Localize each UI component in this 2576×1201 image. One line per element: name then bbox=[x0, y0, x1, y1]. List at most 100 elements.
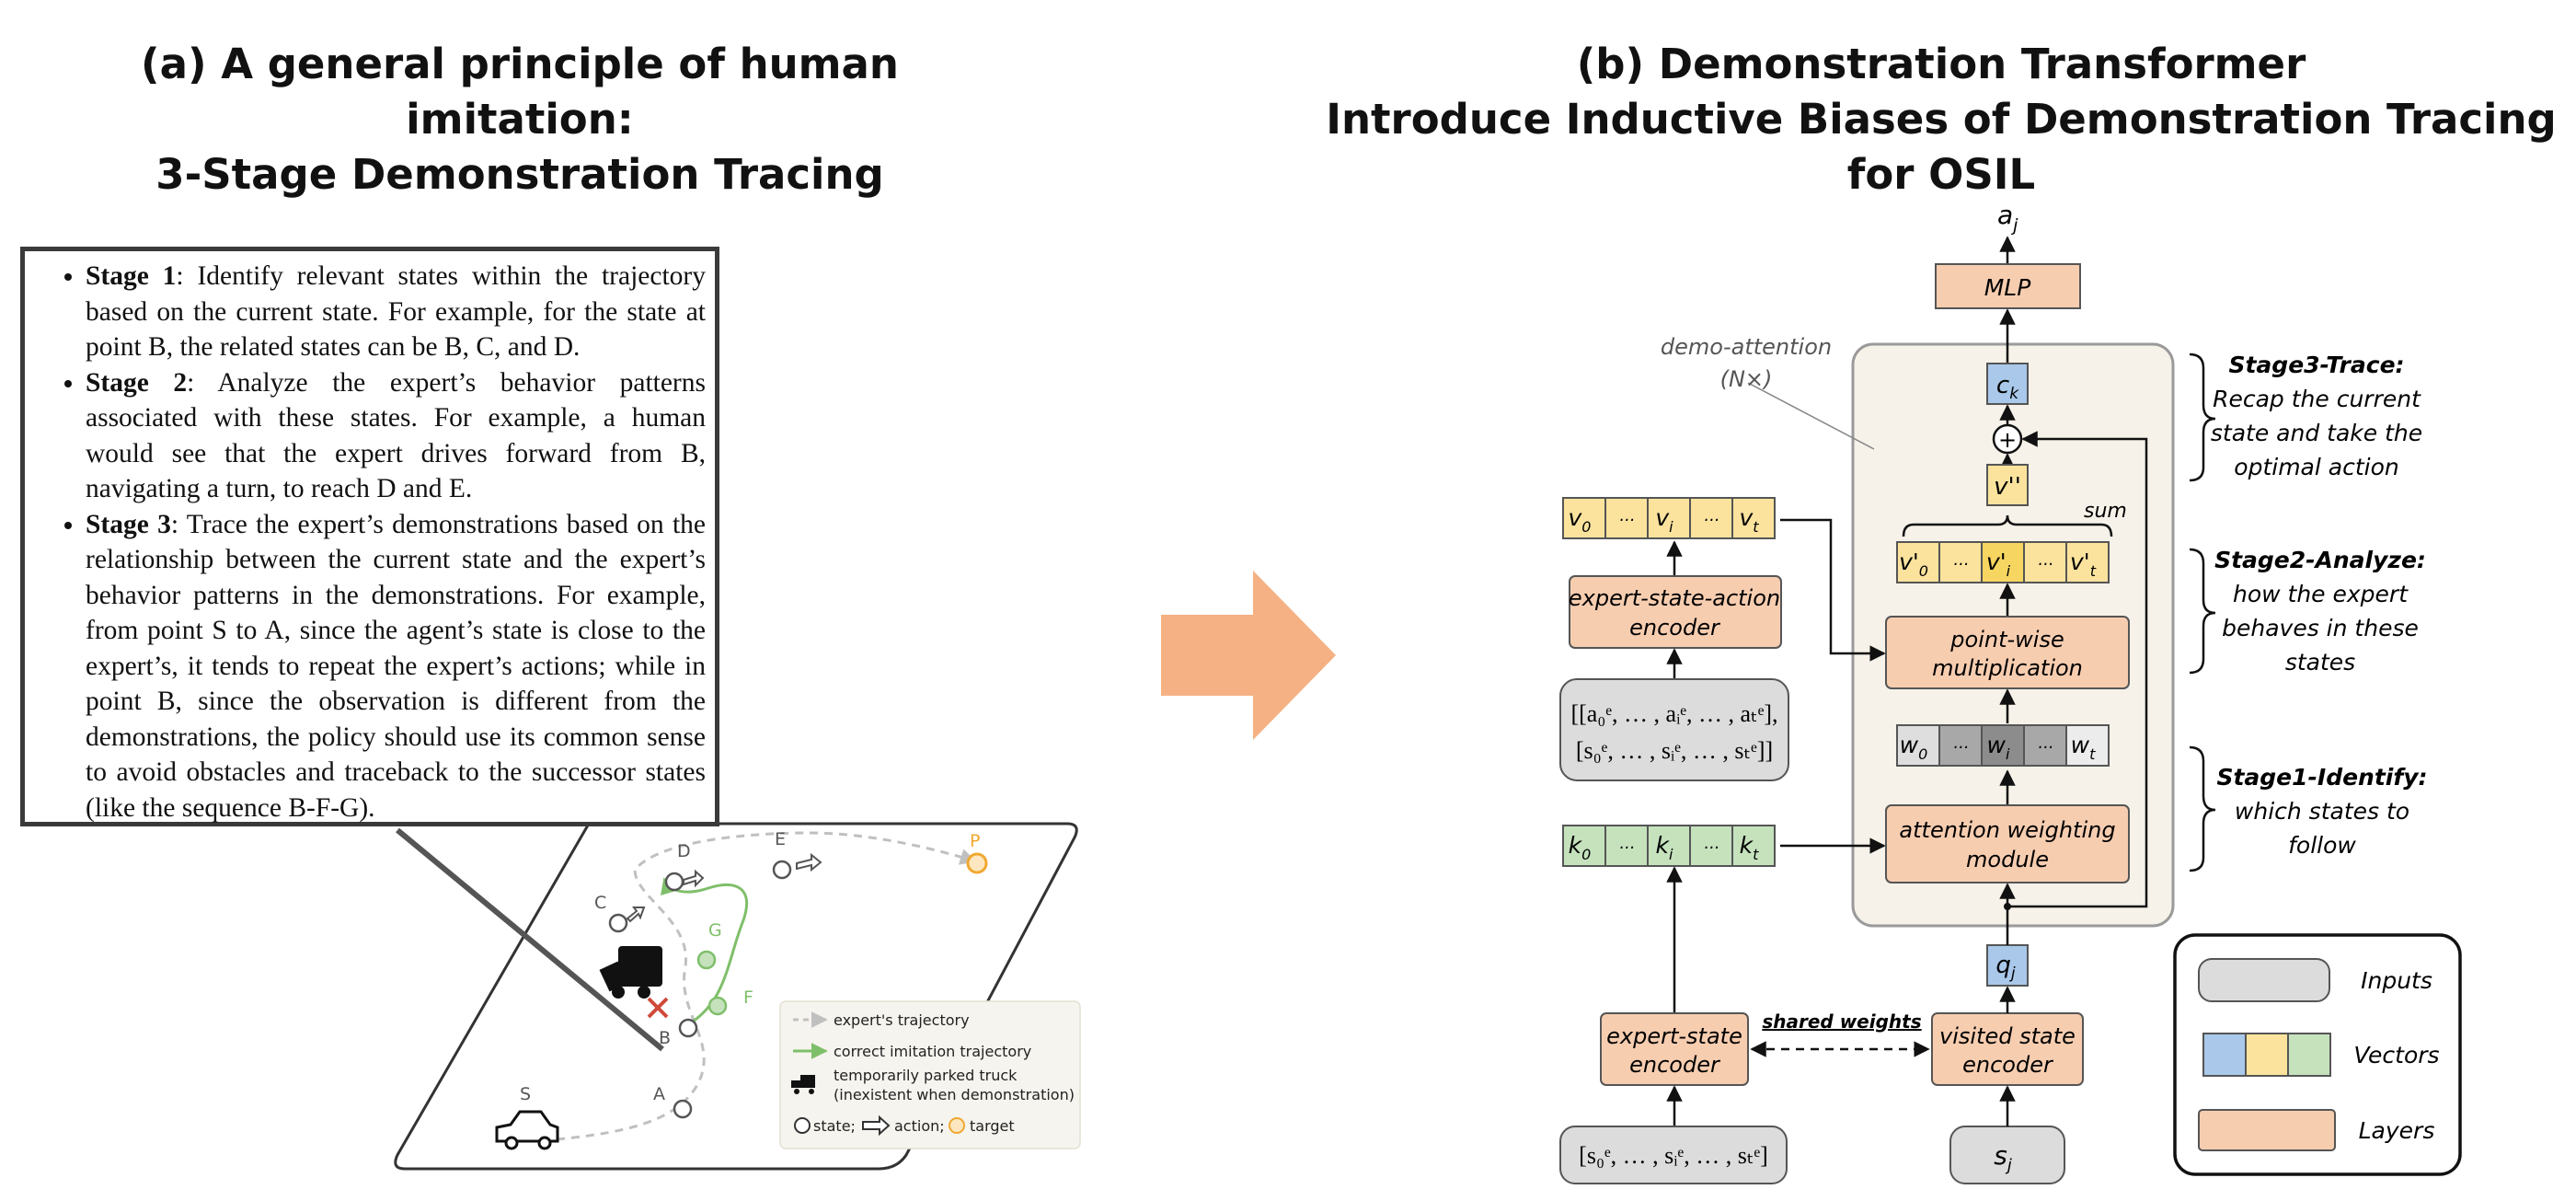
v-cell-label-1: ··· bbox=[1618, 511, 1634, 530]
expert-sa-encoder-label-1: expert-state-action bbox=[1569, 585, 1780, 611]
demo-input-label-2: [s₀ᵉ, … , sᵢᵉ, … , sₜᵉ]] bbox=[1576, 737, 1773, 764]
scenario-map: S A B C D E P F G expert's tr bbox=[394, 822, 1081, 1171]
expert-state-input bbox=[1559, 1126, 1788, 1184]
callout-line bbox=[396, 827, 664, 1052]
w-cell-1 bbox=[1938, 724, 1983, 767]
mlp-layer bbox=[1935, 263, 2081, 309]
stage2-line-1: how the expert bbox=[2233, 581, 2409, 607]
panel-a-title: (a) A general principle of human imitati… bbox=[129, 37, 911, 202]
k-cell-1 bbox=[1604, 825, 1649, 867]
truck-icon bbox=[599, 946, 662, 999]
w-cell-label-4: wt bbox=[2071, 732, 2096, 763]
state-e-circle bbox=[772, 860, 792, 880]
v-double-prime-vector bbox=[1986, 464, 2029, 506]
stage2-title: Stage2-Analyze: bbox=[2214, 547, 2426, 573]
v-prime-row: v'0···v'i···v't bbox=[1896, 541, 2110, 583]
stage3-line-3: optimal action bbox=[2234, 454, 2398, 480]
v-cell-2 bbox=[1647, 497, 1691, 539]
ck-label: ck bbox=[1996, 372, 2019, 403]
attention-label-1: attention weighting bbox=[1899, 817, 2115, 843]
stage3-title: Stage3-Trace: bbox=[2228, 352, 2404, 378]
stage-description-box: Stage 1: Identify relevant states within… bbox=[20, 247, 719, 826]
v-prime-cell-label-2: v'i bbox=[1986, 549, 2011, 580]
stage-3-name: Stage 3 bbox=[86, 509, 171, 539]
point-label-c: C bbox=[594, 893, 606, 913]
map-legend-box bbox=[779, 1000, 1081, 1149]
w-cell-4 bbox=[2065, 724, 2110, 767]
sum-brace bbox=[1902, 514, 2113, 537]
visited-encoder-label-2: encoder bbox=[1962, 1052, 2054, 1078]
sum-node bbox=[1992, 423, 2023, 455]
stage1-title: Stage1-Identify: bbox=[2216, 764, 2427, 791]
visited-encoder-label-1: visited state bbox=[1939, 1023, 2076, 1049]
point-label-p: P bbox=[970, 831, 980, 851]
panel-a-title-line1: (a) A general principle of human imitati… bbox=[141, 40, 899, 144]
legend-truck-label-2: (inexistent when demonstration) bbox=[834, 1086, 1075, 1103]
v-prime-cell-label-1: ··· bbox=[1952, 555, 1968, 574]
v-cell-label-3: ··· bbox=[1703, 511, 1719, 530]
action-arrows bbox=[626, 852, 822, 923]
w-cell-label-1: ··· bbox=[1952, 738, 1968, 757]
v-to-pointwise-arrow bbox=[1780, 518, 1886, 662]
v-prime-cell-2 bbox=[1981, 541, 2025, 583]
legend-expert-label: expert's trajectory bbox=[834, 1011, 970, 1029]
pointwise-label-1: point-wise bbox=[1949, 627, 2064, 652]
architecture-legend: Inputs Vectors Layers bbox=[2173, 933, 2462, 1176]
state-b-circle bbox=[678, 1018, 698, 1038]
v-prime-cell-label-3: ··· bbox=[2037, 555, 2053, 574]
point-label-b: B bbox=[659, 1028, 671, 1048]
legend-state-label: state; bbox=[813, 1117, 856, 1135]
blocked-cross-icon bbox=[647, 997, 669, 1019]
stage-braces bbox=[2189, 352, 2216, 872]
k-cell-label-2: ki bbox=[1656, 832, 1673, 863]
stage-3-text: : Trace the expert’s demonstrations base… bbox=[86, 509, 706, 823]
state-a-circle bbox=[673, 1099, 693, 1119]
legend-action-label: action; bbox=[894, 1117, 945, 1135]
legend-vector-blue-swatch bbox=[2202, 1033, 2247, 1077]
legend-imitation-label: correct imitation trajectory bbox=[834, 1043, 1031, 1060]
stage2-line-2: behaves in these bbox=[2222, 615, 2419, 641]
legend-target-label: target bbox=[970, 1117, 1015, 1135]
stage-annotations: Stage3-Trace: Recap the current state an… bbox=[2211, 352, 2428, 859]
w-cell-3 bbox=[2023, 724, 2067, 767]
demo-attention-pointer bbox=[1747, 382, 1875, 450]
panel-a-title-line2: 3-Stage Demonstration Tracing bbox=[155, 150, 884, 199]
legend-truck-label-1: temporarily parked truck bbox=[834, 1067, 1018, 1084]
pointwise-label-2: multiplication bbox=[1932, 655, 2083, 681]
expert-state-encoder-layer bbox=[1600, 1012, 1749, 1086]
legend-state-icon bbox=[794, 1117, 811, 1134]
ck-vector bbox=[1986, 363, 2029, 405]
legend-vector-green-swatch bbox=[2287, 1033, 2331, 1077]
v-cell-label-2: vi bbox=[1655, 504, 1673, 536]
legend-inputs-swatch bbox=[2198, 958, 2330, 1002]
state-f-circle bbox=[707, 996, 728, 1016]
panel-b-title-line2: Introduce Inductive Biases of Demonstrat… bbox=[1326, 95, 2557, 199]
stage3-line-1: Recap the current bbox=[2213, 386, 2421, 412]
k-cell-label-3: ··· bbox=[1703, 838, 1719, 858]
k-cell-label-1: ··· bbox=[1618, 838, 1634, 858]
v-cell-label-0: v0 bbox=[1569, 504, 1592, 536]
expert-sa-encoder-label-2: encoder bbox=[1629, 615, 1721, 641]
demo-input-label-1: [[a₀ᵉ, … , aᵢᵉ, … , aₜᵉ], bbox=[1570, 700, 1777, 727]
legend-action-icon bbox=[862, 1114, 891, 1137]
imitation-trajectory bbox=[661, 877, 749, 1028]
point-label-f: F bbox=[743, 987, 753, 1008]
w-cell-0 bbox=[1896, 724, 1940, 767]
sj-label: sj bbox=[1994, 1140, 2012, 1175]
panel-b-title: (b) Demonstration Transformer Introduce … bbox=[1306, 37, 2576, 202]
point-label-s: S bbox=[520, 1084, 531, 1104]
stage-1-text: : Identify relevant states within the tr… bbox=[86, 261, 706, 362]
v-prime-cell-1 bbox=[1938, 541, 1983, 583]
demo-attention-label-2: (N×) bbox=[1720, 366, 1773, 392]
point-label-g: G bbox=[708, 920, 722, 941]
legend-vectors-label: Vectors bbox=[2353, 1042, 2439, 1068]
residual-skip-arrow bbox=[2007, 431, 2148, 908]
w-cell-label-2: wi bbox=[1987, 732, 2010, 763]
stage-item-2: Stage 2: Analyze the expert’s behavior p… bbox=[86, 365, 706, 507]
pointwise-multiplication-layer bbox=[1885, 616, 2130, 689]
legend-vector-yellow-swatch bbox=[2245, 1033, 2289, 1077]
w-row: w0···wi···wt bbox=[1896, 724, 2110, 767]
k-cell-2 bbox=[1647, 825, 1691, 867]
w-cell-label-0: w0 bbox=[1900, 732, 1928, 763]
